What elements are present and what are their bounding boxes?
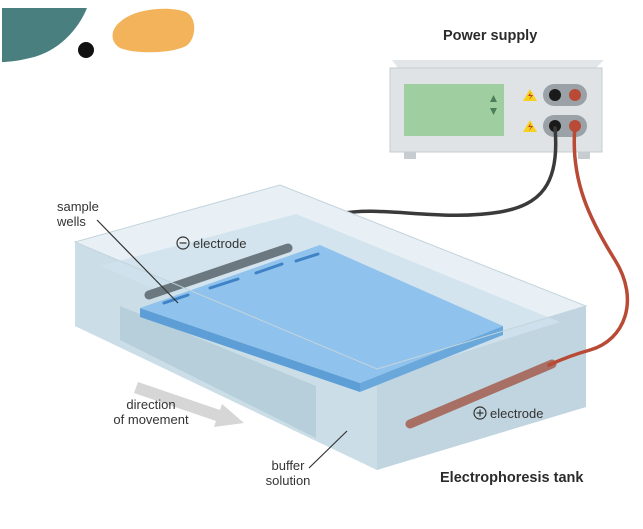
electrophoresis-tank [73,184,588,470]
sample-wells-leader [96,219,179,304]
positive-electrode [405,359,557,429]
tank-title: Electrophoresis tank [440,470,584,486]
red-terminal [569,89,581,101]
negative-electrode-label: electrode [193,236,247,251]
gel-slab [140,245,503,383]
direction-label-line2: of movement [113,412,189,427]
triangle-down-icon [490,108,497,115]
orange-blob-decoration [112,8,195,53]
power-supply [389,60,604,159]
sample-wells [162,252,320,305]
triangle-up-icon [490,95,497,102]
sample-wells-label-line1: sample [57,199,99,214]
buffer-solution-leader [308,430,348,469]
plus-circle-icon [473,406,487,420]
black-dot-decoration [78,42,94,58]
gel-side [360,326,503,392]
direction-arrow-icon [134,382,244,427]
power-supply-display [404,84,504,136]
lightning-warning-icon [523,89,537,101]
direction-label-line1: direction [126,397,176,412]
minus-circle-icon [176,236,190,250]
positive-electrode-label: electrode [490,406,544,421]
power-supply-title: Power supply [443,28,538,44]
black-terminal [549,89,561,101]
red-cable [547,124,630,367]
negative-electrode [144,243,293,300]
buffer-label-line2: solution [265,473,311,488]
gel-side [140,308,360,392]
teal-blob-decoration [2,8,87,62]
lightning-warning-icon [523,120,537,132]
sample-wells-label-line2: wells [57,214,86,229]
buffer-label-line1: buffer [271,458,305,473]
